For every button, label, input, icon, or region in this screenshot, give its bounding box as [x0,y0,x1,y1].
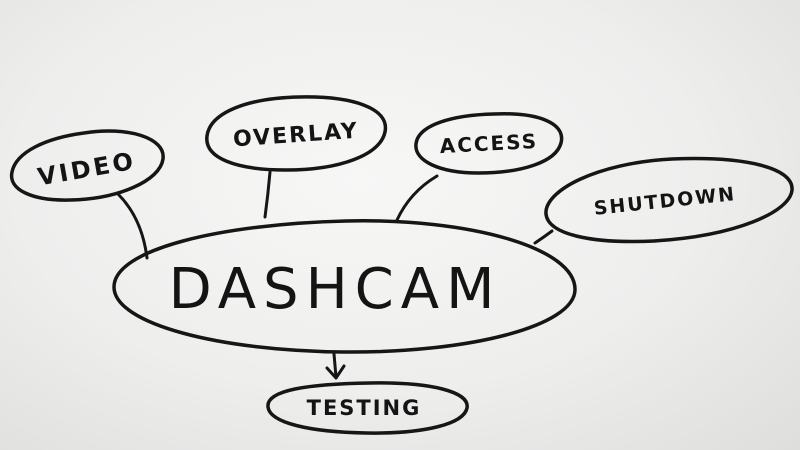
center-node-label: DASHCAM [169,257,502,322]
connector-video [116,192,149,260]
node-shutdown: SHUTDOWN [544,156,794,244]
center-node-ellipse [112,219,577,354]
node-overlay-label: OVERLAY [232,119,359,153]
node-testing-label: TESTING [307,396,422,420]
node-testing: TESTING [266,381,469,435]
node-overlay-ellipse [205,95,388,172]
node-testing-ellipse [266,381,469,435]
connector-overlay [263,170,272,219]
node-access-label: ACCESS [439,129,539,158]
connector-access [395,174,439,222]
node-access-ellipse [414,112,564,175]
node-video: VIDEO [9,129,165,202]
node-video-label: VIDEO [36,147,139,192]
node-shutdown-ellipse [544,156,794,244]
node-access: ACCESS [414,112,564,175]
connector-testing-arrowhead [325,364,346,380]
node-shutdown-label: SHUTDOWN [593,183,737,220]
node-video-ellipse [9,129,165,202]
center-node: DASHCAM [112,219,577,354]
node-overlay: OVERLAY [205,95,388,172]
connector-testing [332,352,338,379]
connector-shutdown [533,229,554,245]
